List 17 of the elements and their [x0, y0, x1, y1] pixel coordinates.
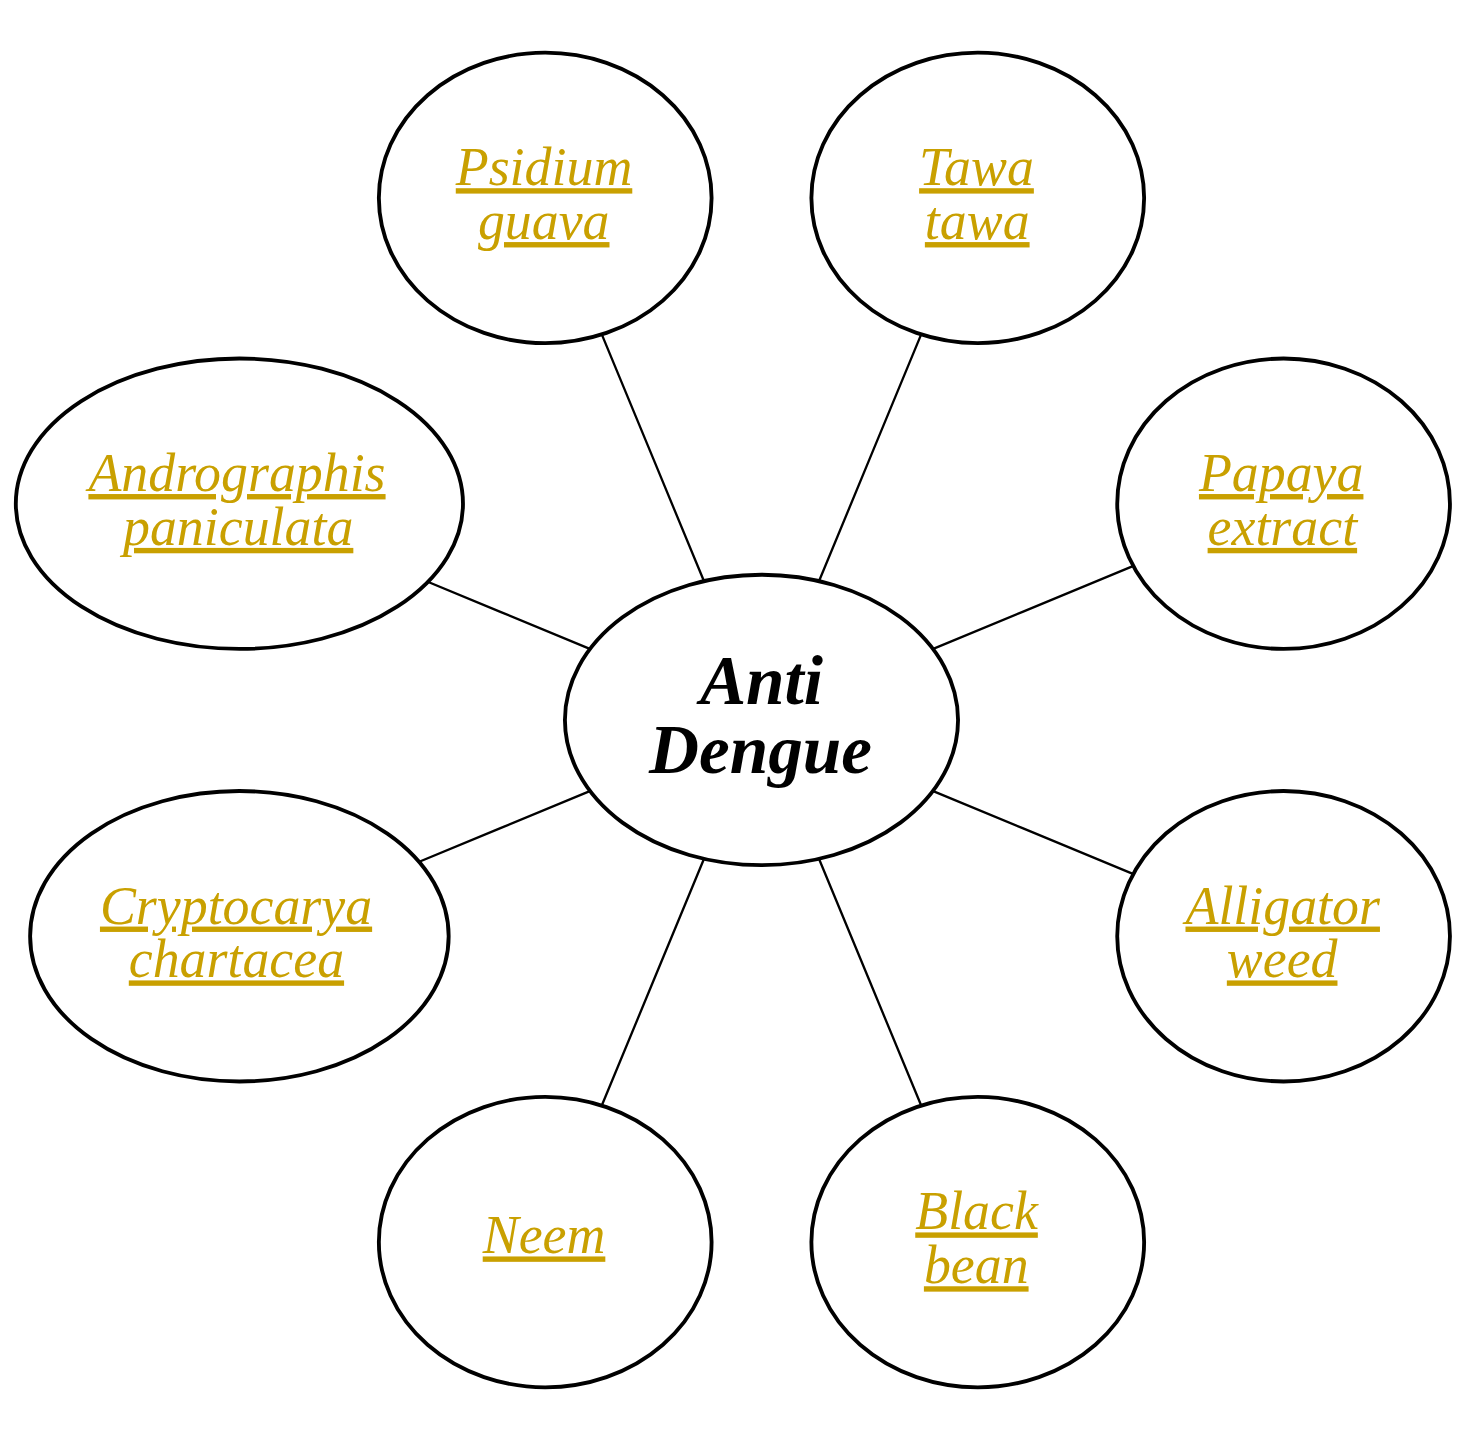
node-ellipse: Tawa tawa [809, 50, 1147, 346]
connector [818, 858, 923, 1106]
node-ellipse: Alligator weed [1115, 789, 1452, 1084]
connector [600, 334, 705, 582]
connector [600, 858, 705, 1106]
connector [932, 790, 1134, 875]
connector [418, 790, 591, 863]
connector [932, 565, 1134, 650]
node-ellipse: Neem [376, 1094, 714, 1390]
connector [818, 334, 923, 582]
node-ellipse: Black bean [809, 1094, 1147, 1390]
node-ellipse: Papaya extract [1115, 356, 1452, 651]
node-ellipse: Cryptocarya chartacea [28, 789, 451, 1084]
connector [427, 580, 591, 650]
node-ellipse: Andrographis paniculata [13, 356, 465, 651]
node-ellipse: Psidium guava [376, 50, 714, 346]
node-ellipse: Anti Dengue [563, 572, 960, 868]
